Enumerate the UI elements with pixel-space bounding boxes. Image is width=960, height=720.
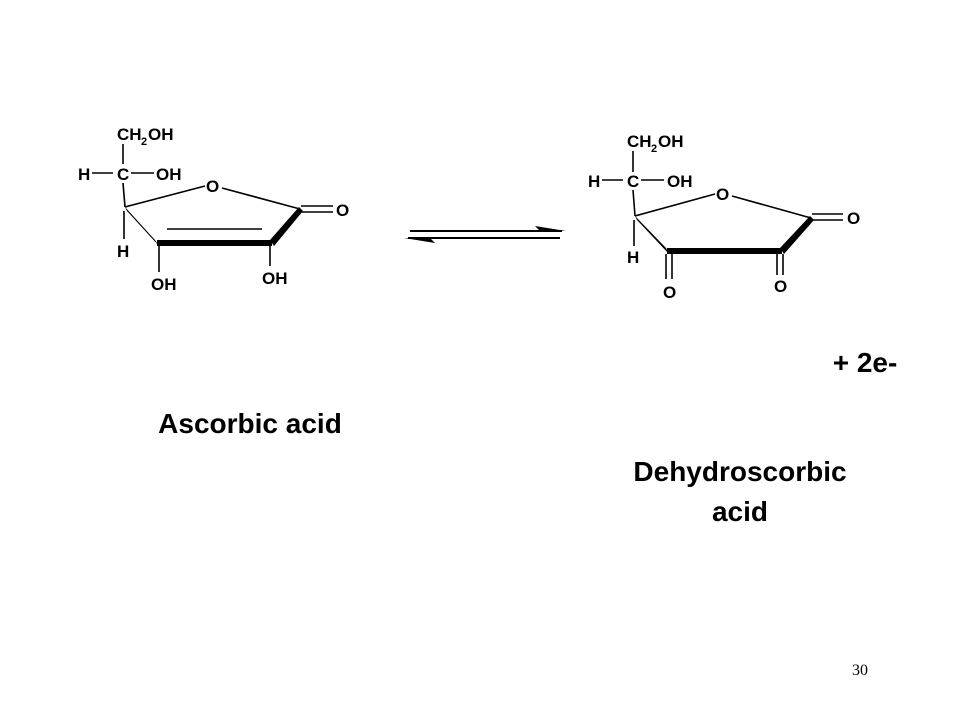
dehydro-h-left: H (588, 172, 600, 191)
dehydro-wedge-right (780, 216, 814, 254)
dehydro-ch2oh-ch: CH (627, 132, 652, 151)
ascorbic-bond-c-c4 (122, 182, 126, 208)
ascorbic-ch2oh-subscript: 2 (141, 136, 147, 148)
equilibrium-arrow (404, 226, 566, 243)
dehydro-bond-c-c4 (632, 189, 636, 217)
ascorbic-wedge-right (270, 207, 303, 246)
dehydro-carbonyl-o: O (847, 209, 860, 228)
ascorbic-ch2oh-ch: CH (117, 125, 142, 144)
ascorbic-carbonyl-o: O (336, 201, 349, 220)
dehydro-ch2oh-oh: OH (658, 132, 684, 151)
ascorbic-wedge-left (125, 207, 159, 246)
ascorbic-bond-o-c1 (221, 187, 301, 210)
dehydro-bold-bond-bottom (667, 248, 782, 254)
dehydro-keto-o-right: O (774, 277, 787, 296)
dehydroascorbic-label-line1: Dehydroscorbic (633, 456, 847, 487)
dehydroascorbic-acid-structure: CH 2 OH H C OH O O H (588, 132, 860, 302)
ascorbic-oh-c2: OH (262, 269, 288, 288)
ascorbic-oh-right: OH (156, 165, 182, 184)
dehydro-bond-c4-o (634, 193, 716, 217)
ascorbic-acid-label: Ascorbic acid (158, 408, 342, 439)
ascorbic-c-center: C (117, 165, 129, 184)
dehydroascorbic-acid-label: Dehydroscorbic acid (595, 452, 885, 532)
ascorbic-h-lower: H (117, 242, 129, 261)
ascorbic-oh-c3: OH (151, 275, 177, 294)
dehydro-ring-o: O (716, 185, 729, 204)
forward-arrowhead (535, 226, 566, 231)
dehydro-ch2oh-subscript: 2 (651, 143, 657, 155)
dehydro-c-center: C (627, 172, 639, 191)
dehydro-wedge-left (635, 216, 669, 254)
electrons-label: + 2e- (832, 347, 898, 378)
ascorbic-h-left: H (78, 165, 90, 184)
dehydro-bond-o-c1 (731, 195, 812, 219)
ascorbic-ch2oh-oh: OH (148, 125, 174, 144)
dehydro-keto-o-left: O (663, 283, 676, 302)
dehydroascorbic-label-line2: acid (711, 496, 769, 527)
dehydro-h-lower: H (627, 248, 639, 267)
ascorbic-acid-structure: CH 2 OH H C OH O O H (78, 125, 349, 294)
ascorbic-bold-bond-bottom (157, 240, 272, 246)
ascorbic-bond-c4-o (124, 185, 206, 208)
dehydro-oh-right: OH (667, 172, 693, 191)
ascorbic-ring-o: O (206, 177, 219, 196)
page-number: 30 (852, 662, 868, 679)
reverse-arrowhead (404, 238, 435, 243)
